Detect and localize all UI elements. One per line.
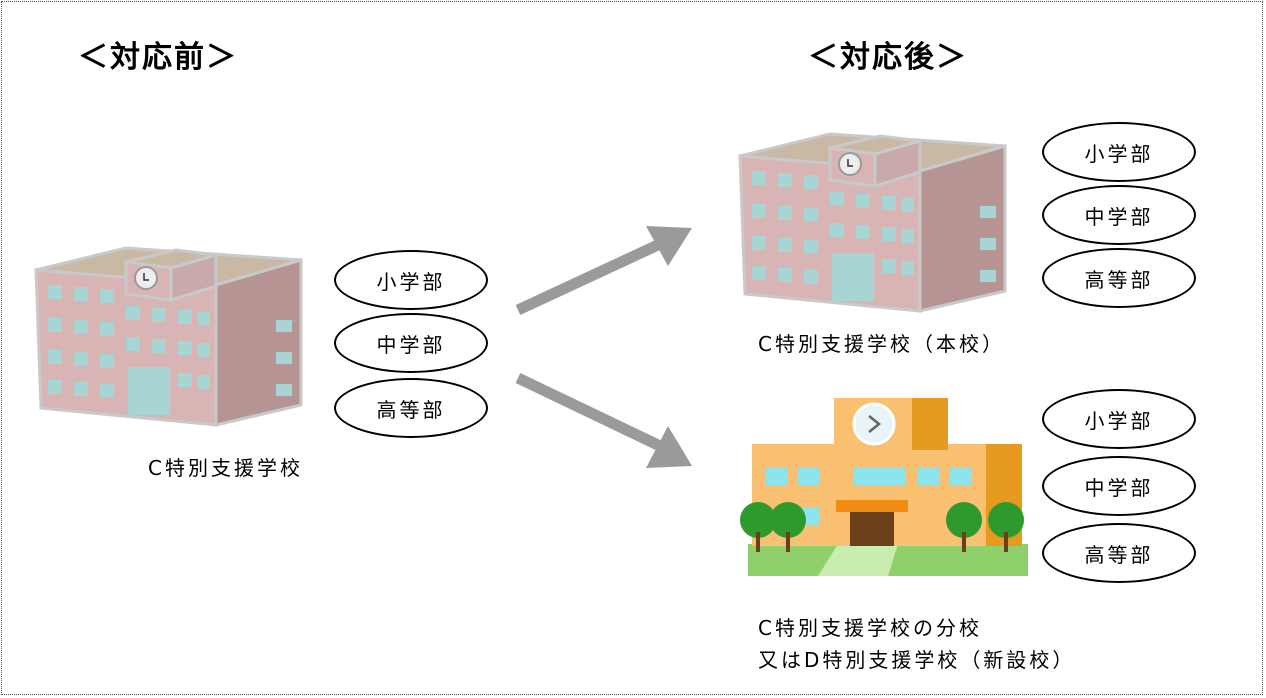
main-school-name: C特別支援学校（本校） [758, 332, 1005, 356]
new-school-building-icon [740, 398, 1028, 576]
before-dept-high: 高等部 [334, 378, 488, 438]
after-heading: ＜対応後＞ [808, 40, 968, 75]
arrow-icon-upper [515, 226, 692, 315]
main-school-building-icon [738, 132, 1007, 313]
before-dept-elementary: 小学部 [334, 250, 488, 310]
new-school-name-line1: C特別支援学校の分校 [758, 616, 982, 640]
main-dept-junior-high: 中学部 [1042, 185, 1196, 245]
main-dept-high: 高等部 [1042, 248, 1196, 308]
new-dept-elementary: 小学部 [1042, 389, 1196, 449]
school-building-icon [34, 246, 303, 427]
before-school-name: C特別支援学校 [148, 456, 303, 480]
main-dept-elementary: 小学部 [1042, 122, 1196, 182]
new-dept-high: 高等部 [1042, 523, 1196, 583]
arrow-icon-lower [515, 373, 692, 468]
new-dept-junior-high: 中学部 [1042, 456, 1196, 516]
before-heading: ＜対応前＞ [78, 40, 238, 75]
new-school-name-line2: 又はD特別支援学校（新設校） [758, 648, 1076, 672]
before-dept-junior-high: 中学部 [334, 313, 488, 373]
